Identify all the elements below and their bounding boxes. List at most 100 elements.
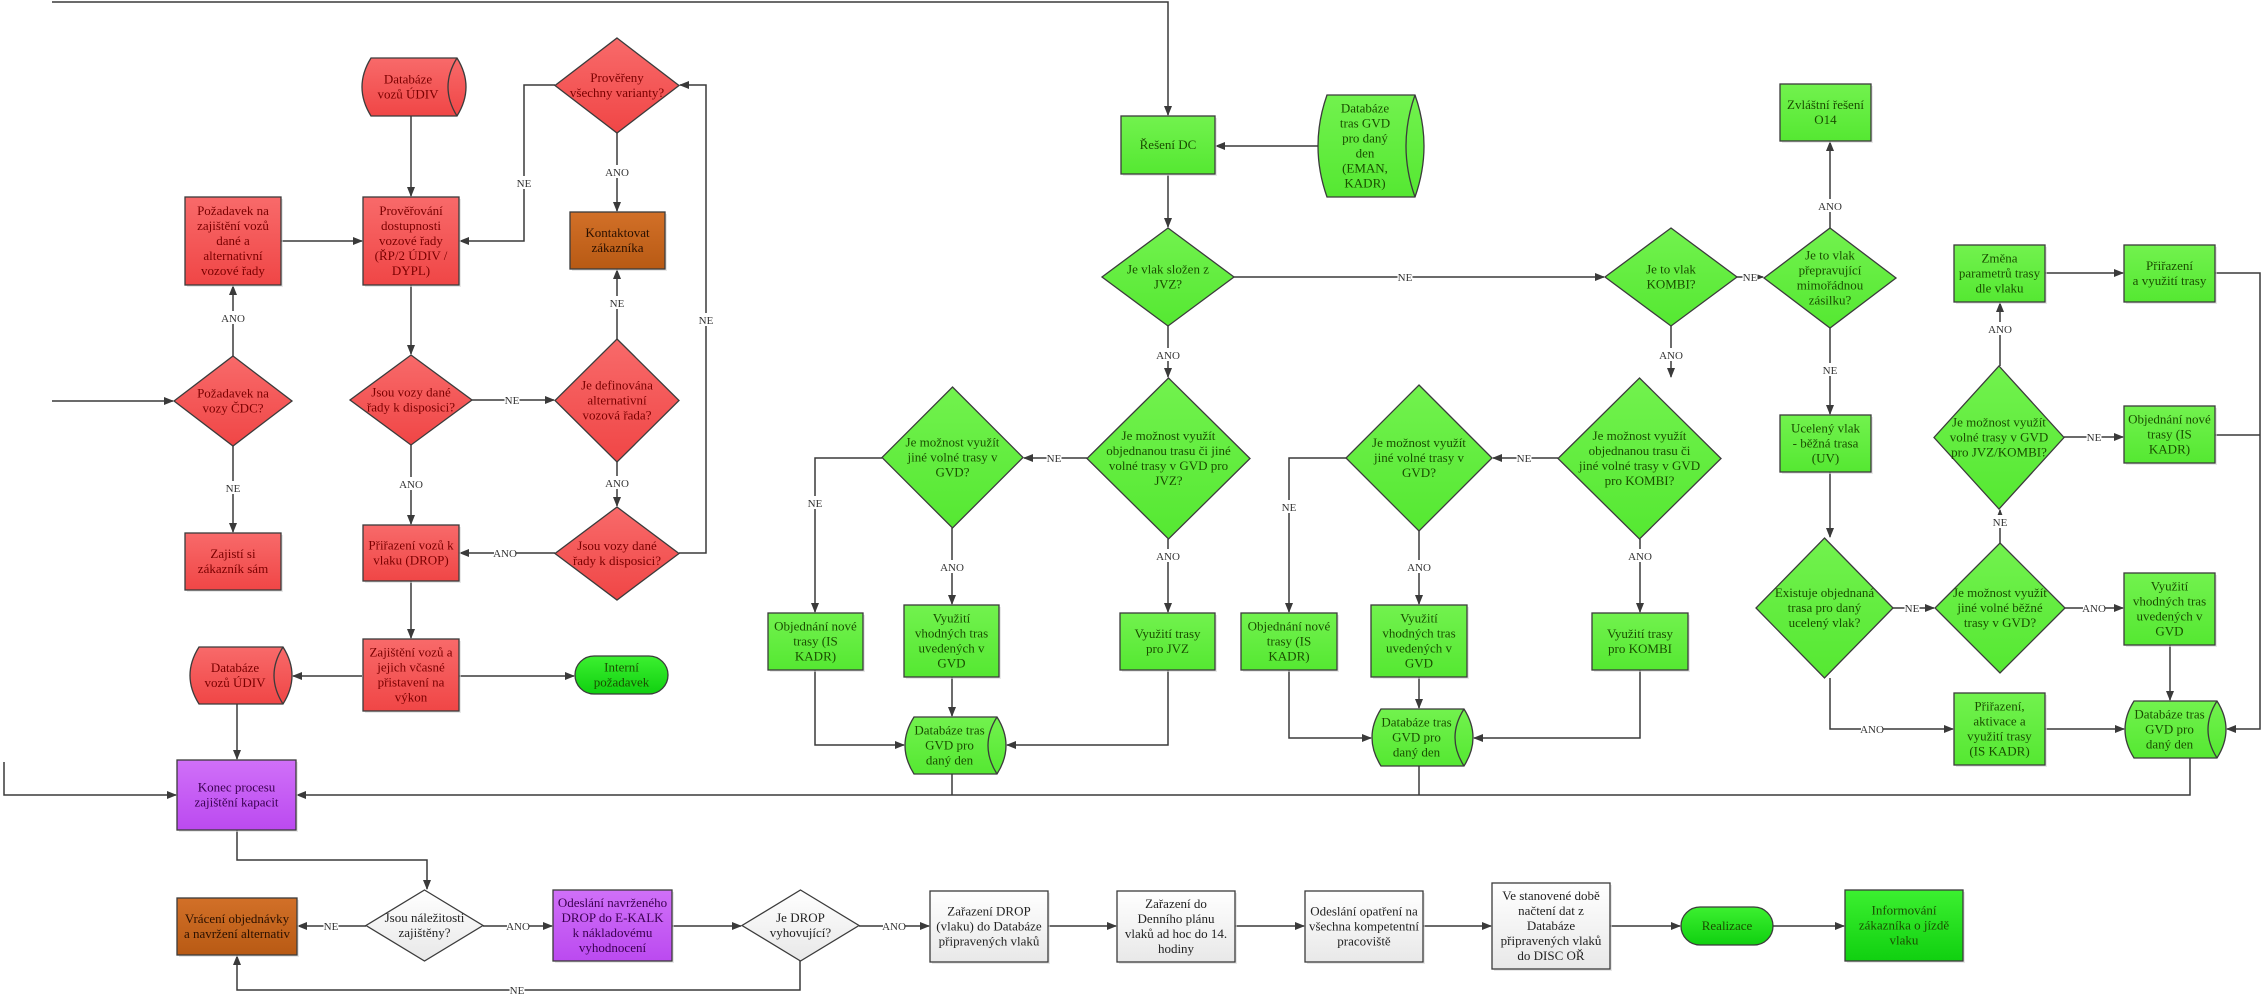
process-box [1491, 882, 1611, 970]
process-box [362, 196, 460, 286]
svg-text:ANO: ANO [605, 478, 629, 490]
svg-text:NE: NE [324, 921, 339, 933]
edge-label-ne: NE [1822, 363, 1838, 377]
svg-text:ANO: ANO [1156, 551, 1180, 563]
node-reseni-dc[interactable]: Řešení DC [1120, 115, 1217, 176]
svg-text:ANO: ANO [1860, 724, 1884, 736]
decision-diamond [1762, 227, 1898, 329]
connector [2215, 272, 2261, 733]
process-box [176, 759, 297, 831]
svg-text:ANO: ANO [506, 921, 530, 933]
svg-text:NE: NE [2087, 432, 2102, 444]
svg-text:NE: NE [505, 395, 520, 407]
decision-diamond [1934, 542, 2066, 674]
process-box [1779, 414, 1872, 473]
decision-diamond [1100, 227, 1236, 327]
svg-text:NE: NE [1398, 272, 1413, 284]
node-realizace[interactable]: Realizace [1680, 906, 1774, 946]
svg-text:ANO: ANO [1407, 562, 1431, 574]
edge-label-ano: ANO [493, 546, 517, 560]
process-box [2123, 405, 2216, 464]
process-box [1119, 612, 1216, 671]
connector [1288, 670, 1372, 742]
process-box [1116, 890, 1236, 963]
decision-diamond [1933, 365, 2065, 510]
process-box [569, 211, 666, 270]
process-box [1120, 115, 1216, 175]
process-box [362, 524, 460, 582]
edge-label-ano: ANO [605, 476, 629, 490]
edge-label-ne: NE [2086, 430, 2102, 444]
decision-diamond [1345, 384, 1493, 532]
node-uceleny-vlak[interactable]: Ucelený vlak- běžná trasa(UV) [1779, 414, 1873, 474]
svg-text:NE: NE [699, 315, 714, 327]
